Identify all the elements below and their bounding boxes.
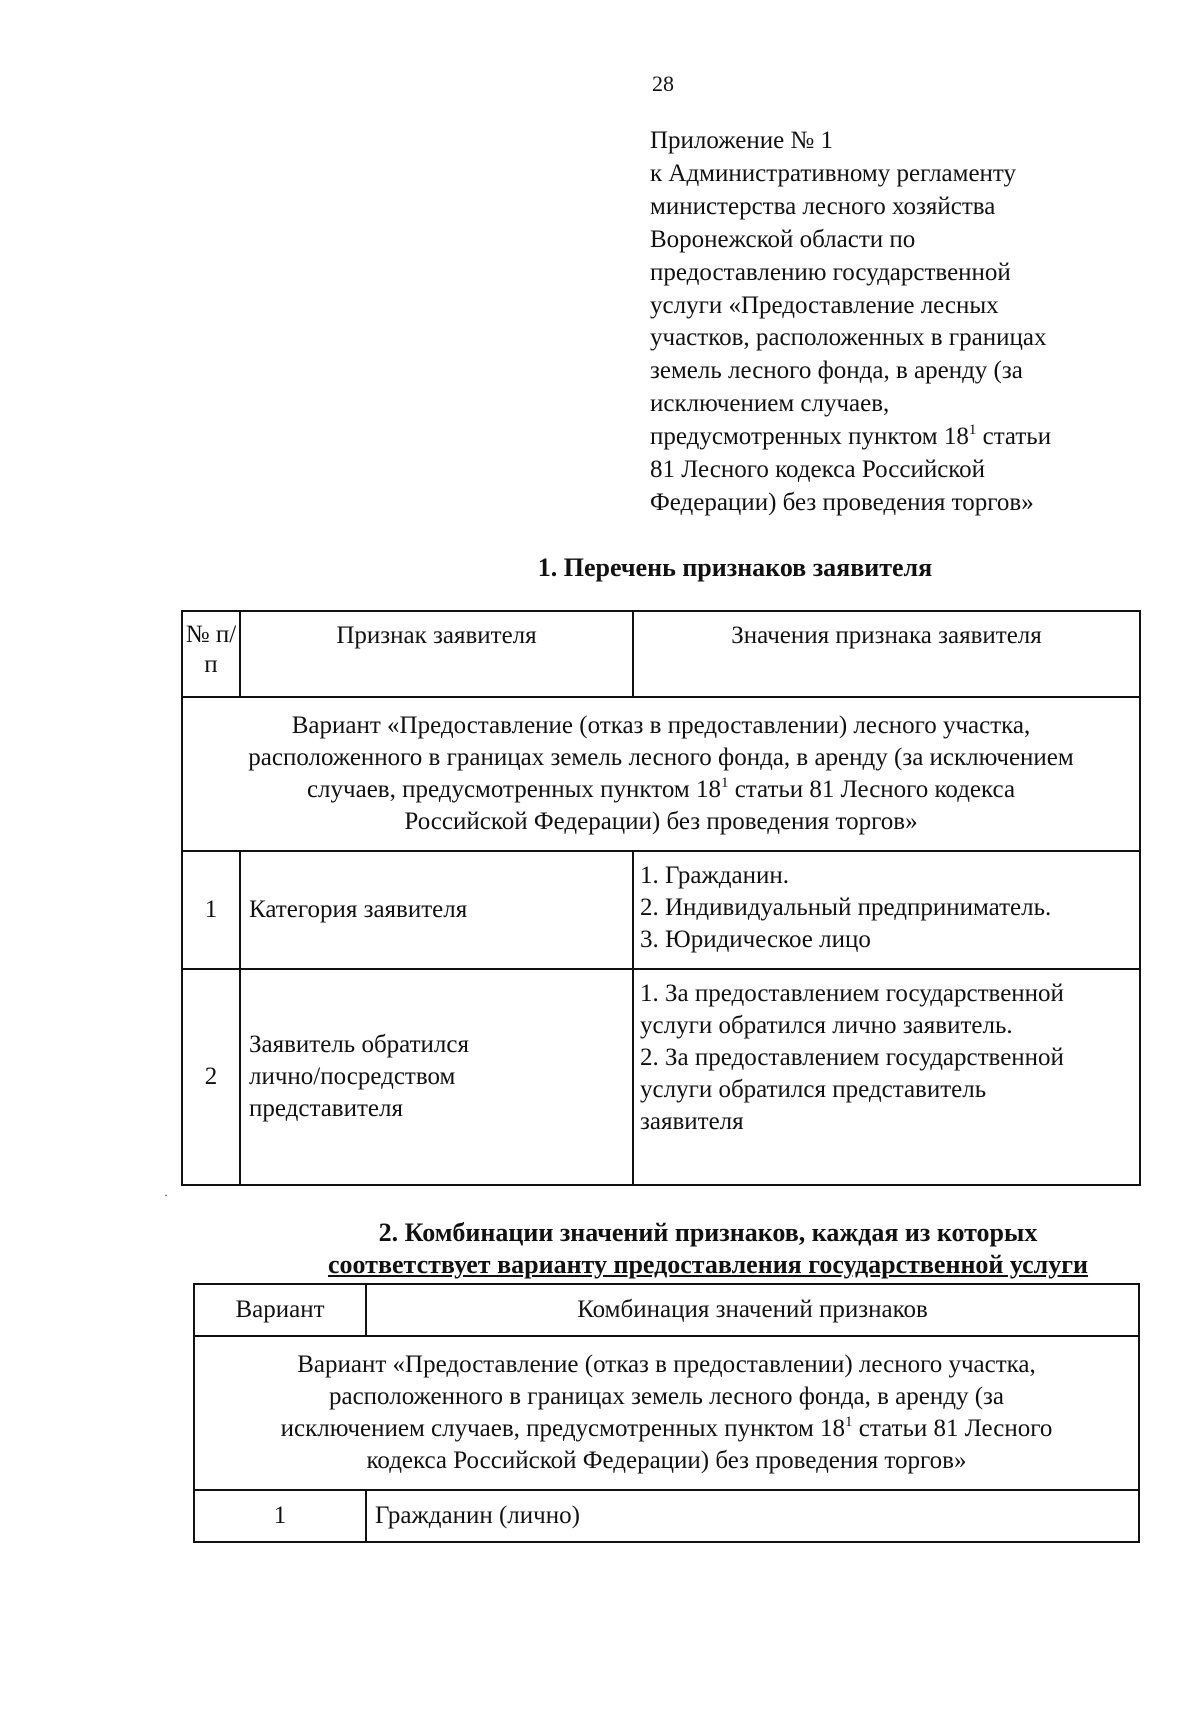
value-line: заявителя (640, 1108, 744, 1135)
values-cell: 1. Гражданин. 2. Индивидуальный предприн… (632, 850, 1141, 970)
value-line: услуги обратился представитель (640, 1076, 987, 1103)
variant-cell: Вариант «Предоставление (отказ в предост… (181, 696, 1141, 852)
appendix-line: участков, расположенных в границах (650, 324, 1047, 352)
values-cell: 1. За предоставлением государственной ус… (632, 968, 1141, 1186)
variant-row: Вариант «Предоставление (отказ в предост… (181, 696, 1141, 852)
applicant-features-table: № п/п Признак заявителя Значения признак… (181, 610, 1141, 1186)
value-line: 3. Юридическое лицо (640, 926, 871, 953)
variant-line: расположенного в границах земель лесного… (248, 744, 1074, 771)
header-num: № п/п (181, 610, 241, 698)
variant-line-text: случаев, предусмотренных пунктом 18 (306, 776, 721, 803)
variant-line: исключением случаев, предусмотренных пун… (195, 1413, 1138, 1445)
table-row: 1 Гражданин (лично) (193, 1489, 1140, 1543)
table-header-row: Вариант Комбинация значений признаков (193, 1283, 1140, 1337)
value-line: 2. За предоставлением государственной (640, 1044, 1064, 1071)
variant-line: Российской Федерации) без проведения тор… (404, 808, 918, 835)
value-line: 2. Индивидуальный предприниматель. (640, 894, 1052, 921)
variant-line: расположенного в границах земель лесного… (328, 1383, 1004, 1410)
feature-line: представителя (249, 1095, 403, 1122)
appendix-line-text: статьи (976, 423, 1052, 451)
header-values: Значения признака заявителя (632, 610, 1141, 698)
row-number: 1 (181, 850, 241, 970)
value-line: 1. Гражданин. (640, 862, 789, 889)
variant-line: кодекса Российской Федерации) без провед… (366, 1447, 967, 1474)
variant-line-text: статьи 81 Лесного кодекса (728, 776, 1016, 803)
appendix-line: услуги «Предоставление лесных (650, 291, 999, 319)
variant-cell: Вариант «Предоставление (отказ в предост… (193, 1335, 1140, 1491)
value-line: 1. За предоставлением государственной (640, 980, 1064, 1007)
combination-cell: Гражданин (лично) (365, 1489, 1140, 1543)
appendix-line: исключением случаев, (650, 390, 890, 418)
feature-line: лично/посредством (249, 1063, 456, 1090)
appendix-header: Приложение № 1 к Административному регла… (650, 125, 1130, 520)
appendix-line: земель лесного фонда, в аренду (за (650, 357, 1023, 385)
appendix-line: предоставлению государственной (650, 258, 1011, 286)
superscript: 1 (845, 1414, 853, 1430)
section1-title-text: 1. Перечень признаков заявителя (537, 553, 933, 582)
feature-line: Заявитель обратился (249, 1031, 469, 1058)
feature-cell: Заявитель обратился лично/посредством пр… (239, 968, 634, 1186)
appendix-line: министерства лесного хозяйства (650, 192, 996, 220)
header-combination: Комбинация значений признаков (365, 1283, 1140, 1337)
table-row: 2 Заявитель обратился лично/посредством … (181, 968, 1141, 1186)
header-feature: Признак заявителя (239, 610, 634, 698)
appendix-line-text: предусмотренных пунктом 18 (650, 423, 969, 451)
row-number: 1 (193, 1489, 367, 1543)
appendix-line: Воронежской области по (650, 225, 916, 253)
combinations-table: Вариант Комбинация значений признаков Ва… (193, 1283, 1140, 1543)
superscript: 1 (968, 422, 977, 439)
table-row: 1 Категория заявителя 1. Гражданин. 2. И… (181, 850, 1141, 970)
variant-line: Вариант «Предоставление (отказ в предост… (291, 712, 1031, 739)
variant-row: Вариант «Предоставление (отказ в предост… (193, 1335, 1140, 1491)
section2-title-line: 2. Комбинации значений признаков, каждая… (378, 1218, 1038, 1247)
appendix-line: Федерации) без проведения торгов» (650, 488, 1034, 516)
superscript: 1 (720, 775, 729, 791)
variant-line: Вариант «Предоставление (отказ в предост… (297, 1351, 1036, 1378)
appendix-line: Приложение № 1 (650, 127, 834, 154)
section2-title-line: соответствует варианту предоставления го… (327, 1250, 1089, 1279)
scan-mark: · (164, 1188, 168, 1202)
row-number: 2 (181, 968, 241, 1186)
page-number: 28 (652, 71, 674, 96)
variant-line-text: исключением случаев, предусмотренных пун… (280, 1415, 846, 1442)
value-line: услуги обратился лично заявитель. (640, 1012, 1013, 1039)
appendix-line: к Административному регламенту (650, 159, 1017, 187)
appendix-line: 81 Лесного кодекса Российской (650, 456, 986, 484)
variant-line-text: статьи 81 Лесного (852, 1415, 1053, 1442)
section1-title: 1. Перечень признаков заявителя (135, 552, 1200, 584)
header-variant: Вариант (193, 1283, 367, 1337)
appendix-line: предусмотренных пунктом 181 статьи (650, 421, 1130, 454)
table-header-row: № п/п Признак заявителя Значения признак… (181, 610, 1141, 698)
feature-line: Категория заявителя (249, 896, 468, 923)
section2-title: 2. Комбинации значений признаков, каждая… (108, 1217, 1200, 1281)
variant-line: случаев, предусмотренных пунктом 181 ста… (183, 774, 1139, 806)
feature-cell: Категория заявителя (239, 850, 634, 970)
